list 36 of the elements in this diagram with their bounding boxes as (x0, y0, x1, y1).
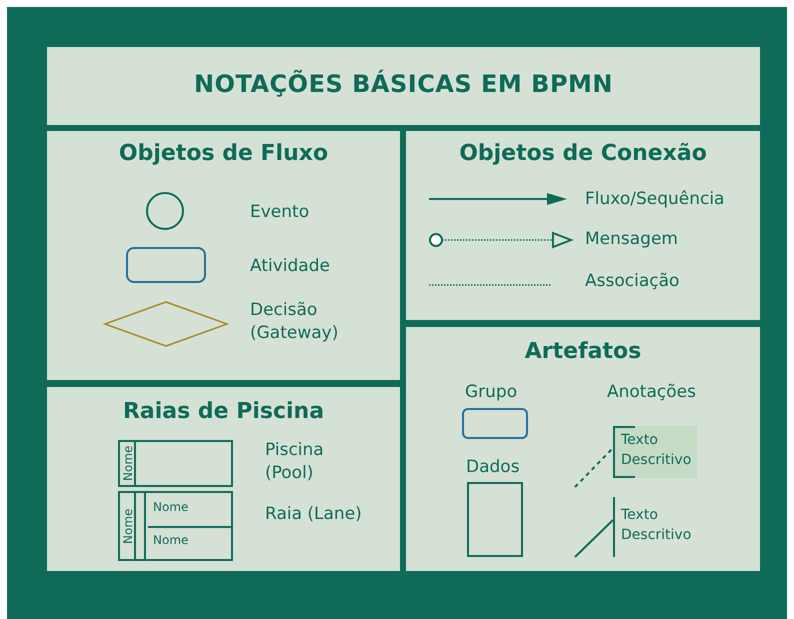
annotation-text: Texto Descritivo (621, 431, 692, 470)
symbol-caption: Piscina (Pool) (265, 439, 325, 485)
section-panel (47, 387, 400, 571)
symbol-caption: Evento (250, 201, 310, 224)
symbol-caption: Raia (Lane) (265, 503, 363, 526)
leader-line (574, 519, 614, 558)
lane-box (118, 491, 233, 561)
gateway-diamond (104, 301, 228, 347)
group-box (462, 408, 528, 439)
section-heading: Objetos de Fluxo (118, 141, 330, 166)
symbol-caption: Dados (466, 456, 520, 479)
symbol-caption: Associação (585, 270, 680, 293)
pool-box (118, 440, 233, 487)
data-object-box (467, 482, 523, 557)
vertical-label: Nome (120, 444, 136, 484)
symbol-caption: Anotações (607, 381, 696, 404)
section-heading: Objetos de Conexão (458, 141, 708, 166)
section-heading: Artefatos (524, 339, 642, 364)
lane-label: Nome (153, 500, 188, 514)
annotation-bracket (613, 426, 697, 478)
activity-box (126, 247, 206, 283)
annotation-text: Texto Descritivo (621, 506, 692, 545)
section-heading: Raias de Piscina (122, 399, 326, 424)
section-panel (406, 327, 760, 571)
symbol-caption: Fluxo/Sequência (585, 188, 724, 211)
symbol-caption: Decisão (Gateway) (250, 299, 340, 345)
lane-label: Nome (153, 533, 188, 547)
symbol-caption: Grupo (465, 381, 518, 404)
symbol-caption: Atividade (250, 255, 330, 278)
leader-line (574, 447, 614, 488)
title: NOTAÇÕES BÁSICAS EM BPMN (192, 70, 614, 98)
vertical-label: Nome (120, 507, 136, 546)
section-panel (406, 131, 760, 320)
symbol-caption: Mensagem (585, 228, 678, 251)
section-panel (47, 131, 400, 380)
event-circle (146, 192, 184, 230)
